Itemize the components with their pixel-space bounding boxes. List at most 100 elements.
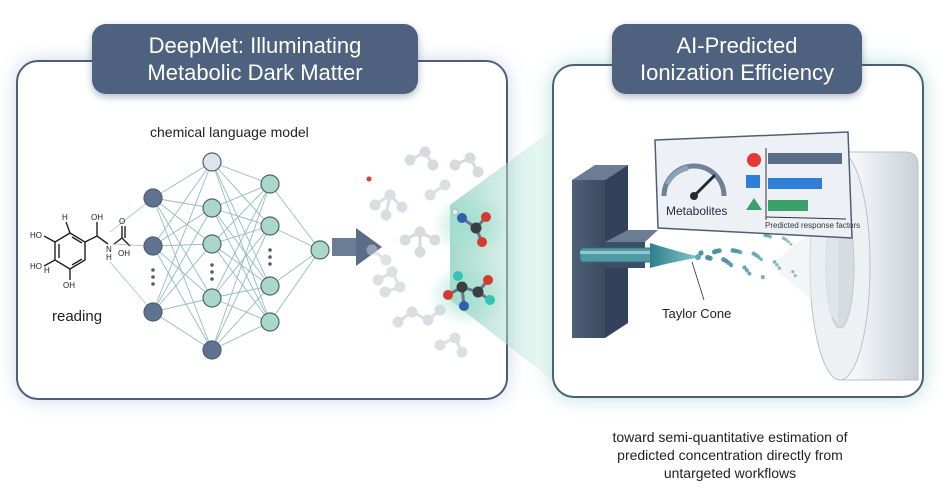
spray-droplet — [772, 260, 777, 264]
spray-droplet — [793, 274, 797, 278]
caption-line: toward semi-quantitative estimation of — [612, 429, 848, 445]
network-edge — [211, 161, 271, 323]
network-edge — [211, 321, 271, 351]
network-edge — [152, 207, 213, 313]
atom-label: H — [62, 213, 68, 222]
network-edge — [152, 161, 213, 199]
capillary — [579, 247, 653, 263]
network-node — [202, 288, 222, 308]
network-edge — [211, 225, 271, 351]
highlight-molecule-top — [451, 208, 491, 247]
network-edge — [211, 243, 271, 287]
atom-label: H — [106, 253, 112, 262]
network-edge — [211, 161, 271, 185]
red-dot — [366, 176, 372, 182]
network-node — [202, 198, 222, 218]
molecule-cloud — [366, 146, 484, 358]
atom-label: H — [44, 266, 50, 275]
network-node — [310, 240, 330, 260]
network-edge — [152, 297, 213, 313]
network-edge — [152, 207, 213, 247]
spray-droplets — [698, 233, 797, 280]
projection-beam — [450, 130, 552, 380]
network-node — [260, 216, 280, 236]
label-metabolites: Metabolites — [666, 204, 728, 218]
spray-droplet — [728, 262, 734, 268]
dashboard-card — [654, 131, 853, 239]
atom-label: N — [106, 245, 112, 254]
network-edge — [211, 297, 271, 323]
spray-droplet — [756, 255, 761, 259]
spray-droplet — [738, 250, 743, 255]
spray-droplet — [789, 242, 793, 246]
spray-droplet — [742, 265, 747, 270]
network-edge — [211, 285, 271, 351]
network-edge — [211, 207, 271, 287]
title-line: Ionization Efficiency — [639, 60, 835, 85]
title-deepmet: DeepMet: Illuminating Metabolic Dark Mat… — [92, 24, 418, 94]
network-edge — [152, 197, 213, 245]
label-chemical-language-model: chemical language model — [150, 124, 309, 140]
title-ionization: AI-Predicted Ionization Efficiency — [612, 24, 862, 94]
network-edge — [211, 161, 271, 287]
spray-droplet — [744, 268, 750, 273]
spray-droplet — [777, 266, 782, 270]
network-edge — [211, 285, 271, 299]
spray-droplet — [759, 257, 763, 262]
network-node — [202, 234, 222, 254]
network-edge — [152, 243, 213, 247]
highlight-molecule-bottom — [443, 271, 495, 311]
layer-ellipsis — [151, 248, 272, 286]
network-edge — [211, 243, 271, 323]
caption-line: untargeted workflows — [663, 465, 797, 481]
network-edge — [211, 183, 271, 245]
network-edge — [152, 161, 213, 313]
network-nodes — [143, 152, 330, 360]
label-predicted-response-factors: Predicted response factors — [765, 221, 861, 230]
network-edge — [152, 197, 213, 209]
network-edge — [211, 183, 271, 209]
network-node — [202, 152, 222, 172]
chemical-structure — [43, 221, 131, 280]
title-line: Metabolic Dark Matter — [147, 60, 363, 85]
spray-droplet — [698, 250, 704, 256]
taylor-pointer — [691, 261, 705, 301]
network-edge — [152, 161, 213, 247]
network-node — [260, 276, 280, 296]
network-edge — [152, 245, 213, 299]
network-edge — [152, 245, 213, 351]
caption: toward semi-quantitative estimation of p… — [560, 428, 900, 482]
spray-droplet — [768, 235, 772, 239]
spray-droplet — [717, 248, 722, 254]
label-taylor-cone: Taylor Cone — [662, 306, 732, 321]
taylor-cone — [650, 243, 696, 268]
network-edge — [211, 207, 271, 227]
label-reading: reading — [52, 308, 103, 325]
spray-droplet — [760, 275, 765, 280]
spray-droplet — [775, 263, 779, 267]
spray-droplet — [707, 255, 713, 261]
network-edge — [211, 225, 271, 299]
network-edges — [152, 161, 321, 351]
title-line: DeepMet: Illuminating — [148, 33, 362, 58]
spray-droplet — [784, 238, 788, 242]
molecule-glow — [428, 263, 508, 327]
input-funnel — [109, 197, 154, 313]
network-edge — [152, 197, 213, 351]
atom-label: HO — [30, 262, 42, 271]
network-edge — [152, 311, 213, 351]
caption-line: predicted concentration directly from — [617, 447, 843, 463]
network-edge — [269, 249, 321, 287]
network-edge — [211, 183, 271, 351]
atom-label: OH — [63, 281, 75, 290]
network-edge — [269, 183, 321, 251]
spray-droplet — [791, 270, 795, 274]
network-node — [260, 174, 280, 194]
network-edge — [152, 243, 213, 313]
network-edge — [211, 161, 271, 227]
atom-label: O — [119, 217, 126, 226]
network-node — [143, 188, 163, 208]
title-line: AI-Predicted — [676, 33, 798, 58]
network-edge — [269, 249, 321, 323]
